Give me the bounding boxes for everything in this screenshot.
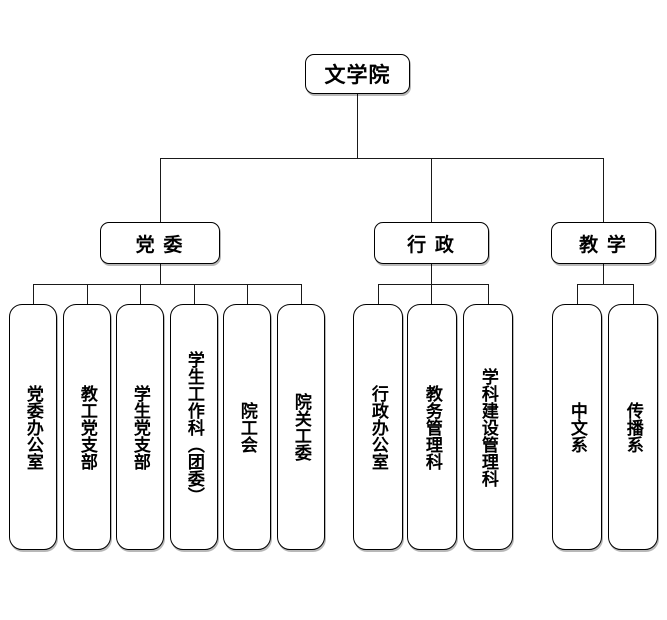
branch-box-party-committee: 党 委	[100, 222, 220, 264]
connector-admin-stem	[431, 264, 432, 285]
connector-admin-rail	[378, 284, 489, 285]
leaf-box-communication-department: 传播系	[608, 304, 658, 550]
connector-main-rail	[160, 158, 604, 159]
leaf-box-student-party-branch: 学生党支部	[116, 304, 164, 550]
leaf-box-chinese-department: 中文系	[552, 304, 602, 550]
branch-box-administration: 行 政	[374, 222, 489, 264]
leaf-box-staff-party-branch: 教工党支部	[63, 304, 111, 550]
leaf-box-care-work-committee: 院关工委	[277, 304, 325, 550]
connector-drop-teaching	[603, 158, 604, 222]
connector-party-stem	[160, 264, 161, 285]
connector-admin-child-drop	[431, 284, 432, 304]
connector-party-child-drop	[247, 284, 248, 304]
branch-box-teaching: 教 学	[551, 222, 656, 264]
connector-party-rail	[33, 284, 302, 285]
org-root-box: 文学院	[305, 54, 410, 94]
connector-party-child-drop	[87, 284, 88, 304]
connector-teaching-child-drop	[577, 284, 578, 304]
connector-party-child-drop	[33, 284, 34, 304]
connector-drop-party	[160, 158, 161, 222]
leaf-box-faculty-union: 院工会	[223, 304, 271, 550]
leaf-box-admin-office: 行政办公室	[353, 304, 403, 550]
connector-party-child-drop	[140, 284, 141, 304]
connector-teaching-child-drop	[633, 284, 634, 304]
connector-teaching-rail	[577, 284, 634, 285]
connector-teaching-stem	[603, 264, 604, 285]
leaf-box-party-committee-office: 党委办公室	[9, 304, 57, 550]
leaf-box-academic-affairs-section: 教务管理科	[407, 304, 457, 550]
connector-admin-child-drop	[488, 284, 489, 304]
leaf-box-discipline-construction-section: 学科建设管理科	[463, 304, 513, 550]
connector-party-child-drop	[301, 284, 302, 304]
connector-party-child-drop	[194, 284, 195, 304]
connector-root-stem	[357, 94, 358, 158]
leaf-box-student-affairs-section: 学生工作科（团委）	[170, 304, 218, 550]
connector-drop-admin	[431, 158, 432, 222]
connector-admin-child-drop	[378, 284, 379, 304]
